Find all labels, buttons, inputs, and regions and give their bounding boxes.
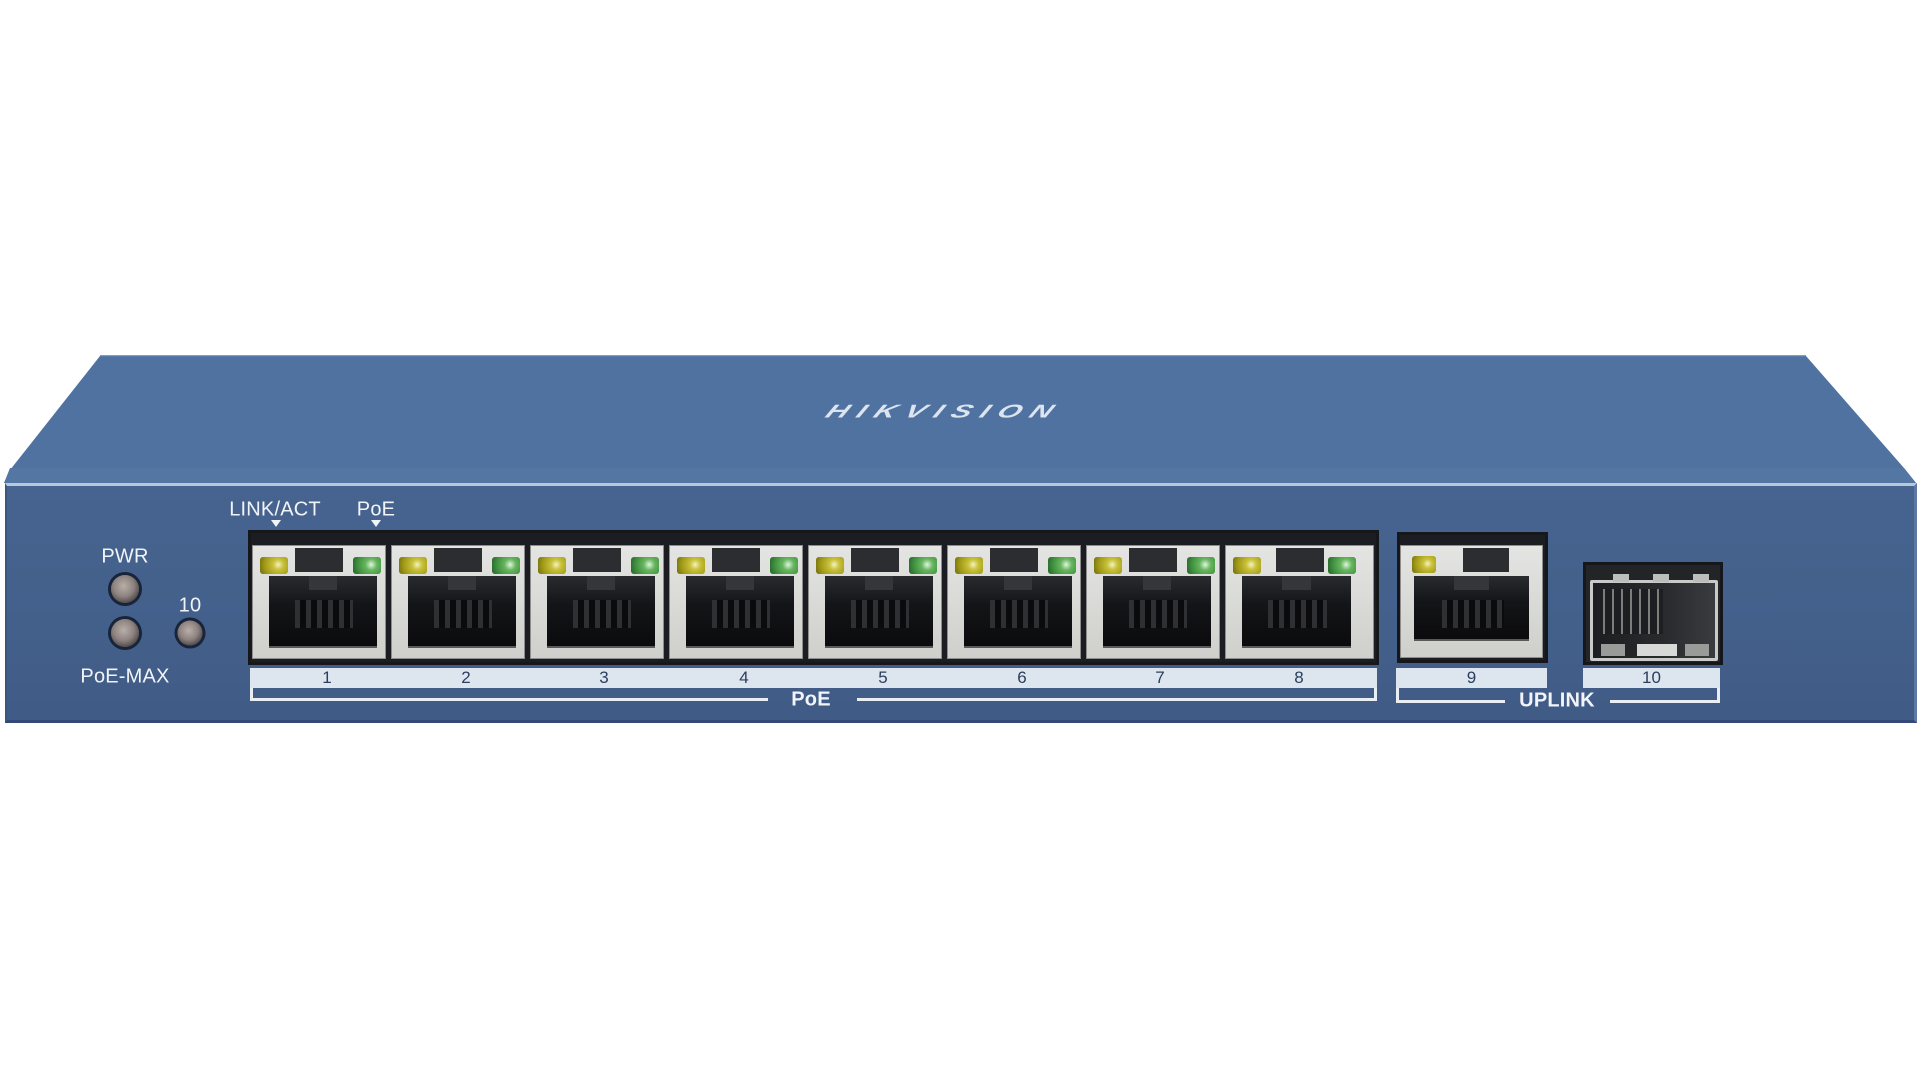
- port-label-6: 6: [1017, 668, 1027, 687]
- poe-led: [1328, 557, 1356, 574]
- poe-led: [492, 557, 520, 574]
- rj45-jack-icon: [1414, 576, 1529, 641]
- poe-arrow-icon: [371, 520, 381, 527]
- rj45-jack-icon: [408, 576, 516, 648]
- rj45-jack-icon: [686, 576, 794, 648]
- poe-bracket-right: [1374, 688, 1377, 700]
- rj45-jack-icon: [1103, 576, 1211, 648]
- link-act-led: [1094, 557, 1122, 574]
- link-act-led: [1412, 556, 1436, 573]
- link-act-led: [1233, 557, 1261, 574]
- poe-port-number-strip: [250, 668, 1377, 688]
- poe-group-label: PoE: [791, 688, 831, 711]
- poe-port-7[interactable]: [1086, 545, 1220, 659]
- poe-legend: PoE: [356, 498, 396, 521]
- rj45-jack-icon: [964, 576, 1072, 648]
- poe-max-label: PoE-MAX: [80, 665, 170, 688]
- sfp-cage-icon: [1590, 574, 1718, 661]
- poe-port-5[interactable]: [808, 545, 942, 659]
- hikvision-logo: HIKVISION: [821, 401, 1067, 422]
- poe-bracket-left: [250, 688, 253, 700]
- uplink-bracket-line-left: [1396, 700, 1505, 703]
- poe-port-1[interactable]: [252, 545, 386, 659]
- poe-led: [631, 557, 659, 574]
- port-label-7: 7: [1155, 668, 1165, 687]
- port-label-2: 2: [461, 668, 471, 687]
- rj45-jack-icon: [269, 576, 377, 648]
- poe-led: [1187, 557, 1215, 574]
- port-label-4: 4: [739, 668, 749, 687]
- rj45-jack-icon: [1242, 576, 1351, 648]
- link-act-led: [816, 557, 844, 574]
- port10-led: [177, 620, 203, 646]
- port-label-5: 5: [878, 668, 888, 687]
- pwr-label: PWR: [101, 545, 149, 568]
- port-label-3: 3: [599, 668, 609, 687]
- poe-port-4[interactable]: [669, 545, 803, 659]
- port-label-10: 10: [1583, 668, 1720, 688]
- port-label-1: 1: [322, 668, 332, 687]
- port-label-9: 9: [1396, 668, 1547, 688]
- poe-led: [909, 557, 937, 574]
- link-act-led: [538, 557, 566, 574]
- poe-port-8[interactable]: [1225, 545, 1374, 659]
- poe-led: [353, 557, 381, 574]
- uplink-bracket-right: [1717, 688, 1720, 702]
- poe-led: [770, 557, 798, 574]
- poe-port-3[interactable]: [530, 545, 664, 659]
- uplink-group-label: UPLINK: [1519, 689, 1595, 712]
- link-act-led: [399, 557, 427, 574]
- rj45-jack-icon: [547, 576, 655, 648]
- poe-led: [1048, 557, 1076, 574]
- poe-port-6[interactable]: [947, 545, 1081, 659]
- link-act-legend: LINK/ACT: [229, 498, 321, 521]
- rj45-jack-icon: [825, 576, 933, 648]
- uplink-bracket-line-right: [1610, 700, 1720, 703]
- uplink-sfp-port-10[interactable]: [1583, 562, 1723, 665]
- link-act-arrow-icon: [271, 520, 281, 527]
- pwr-led: [111, 575, 139, 603]
- uplink-bracket-left: [1396, 688, 1399, 702]
- port10-led-label: 10: [178, 594, 202, 617]
- poe-bracket-line-left: [250, 698, 768, 701]
- poe-bracket-line-right: [857, 698, 1377, 701]
- poe-max-led: [111, 619, 139, 647]
- poe-port-2[interactable]: [391, 545, 525, 659]
- port-label-8: 8: [1294, 668, 1304, 687]
- link-act-led: [260, 557, 288, 574]
- link-act-led: [955, 557, 983, 574]
- uplink-port-9[interactable]: [1400, 545, 1543, 658]
- link-act-led: [677, 557, 705, 574]
